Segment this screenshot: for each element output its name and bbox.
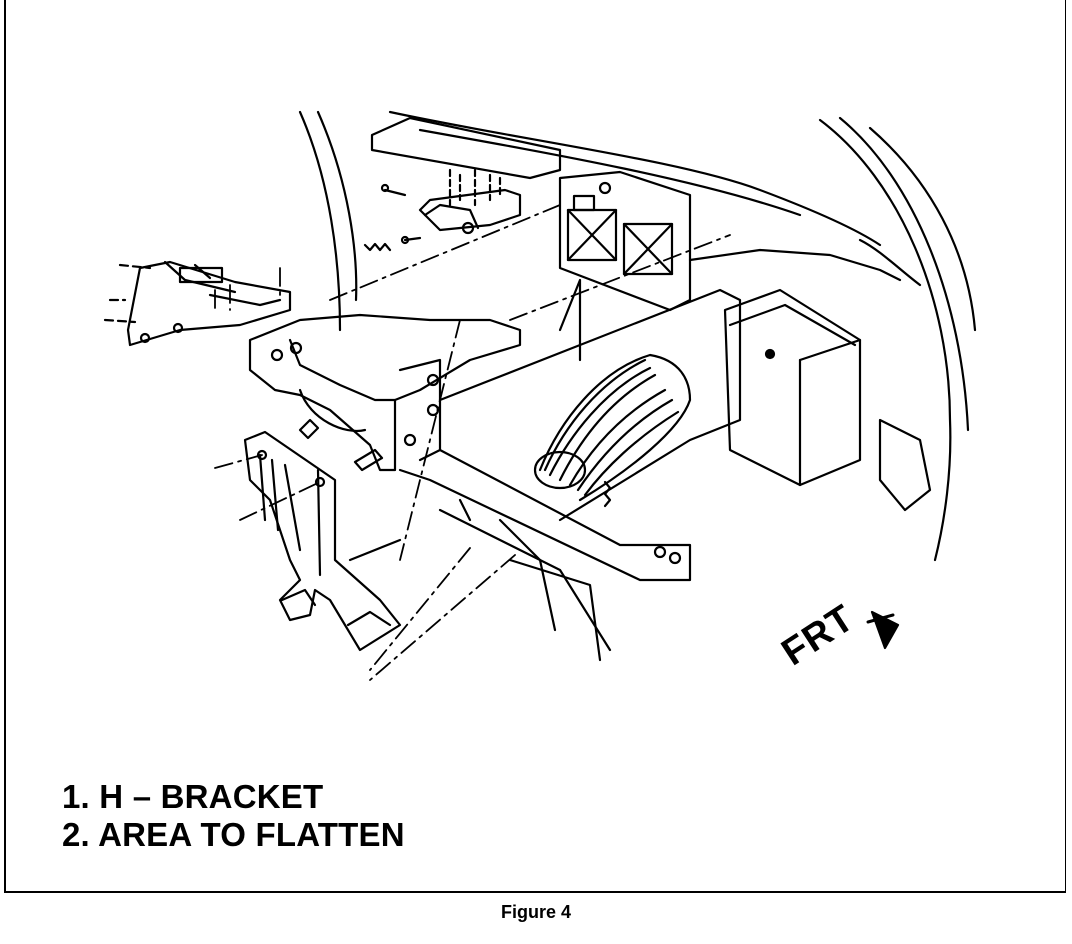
lower-lines xyxy=(348,498,612,662)
figure-frame xyxy=(4,0,1066,893)
front-direction-arrow-icon xyxy=(866,610,900,650)
corrugated-duct xyxy=(533,353,692,502)
upper-support xyxy=(370,116,562,245)
parts-legend: 1. H – BRACKET 2. AREA TO FLATTEN xyxy=(62,778,405,854)
left-bracket-assembly xyxy=(103,260,292,347)
legend-item-area-to-flatten: 2. AREA TO FLATTEN xyxy=(62,816,405,853)
springs xyxy=(363,242,612,508)
h-bracket xyxy=(248,278,742,582)
legend-item-h-bracket: 1. H – BRACKET xyxy=(62,778,324,815)
battery-box xyxy=(688,248,932,512)
lower-bracket xyxy=(243,418,402,652)
fender-outline xyxy=(298,110,977,562)
figure-caption: Figure 4 xyxy=(500,902,571,922)
leader-lines xyxy=(214,204,731,681)
mounting-bracket-x xyxy=(558,170,692,312)
